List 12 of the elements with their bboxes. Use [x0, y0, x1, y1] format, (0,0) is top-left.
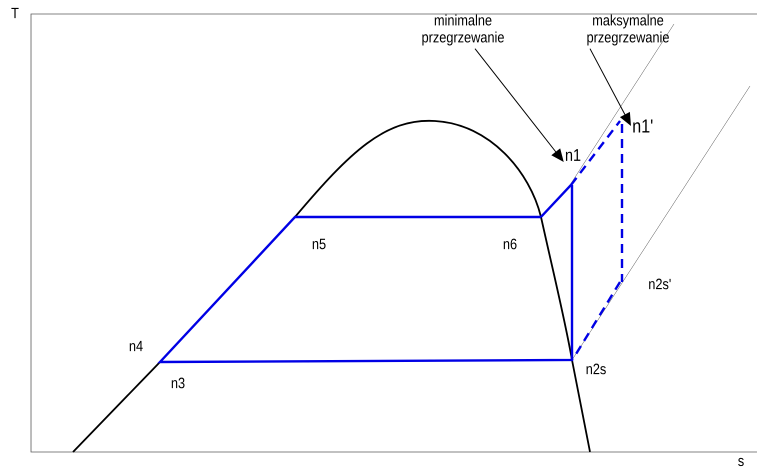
point-label: n5	[312, 238, 326, 250]
point-label: n1	[566, 149, 580, 161]
point-label: n1'	[633, 119, 652, 133]
annotation-text: minimalne przegrzewanie	[422, 14, 504, 46]
point-label: n2s'	[649, 278, 671, 290]
point-label: n6	[504, 238, 517, 250]
point-label: n3	[172, 378, 185, 388]
annotation-text: maksymalne przegrzewanie	[587, 14, 669, 46]
point-label: s	[738, 458, 744, 466]
point-label: T	[11, 8, 19, 18]
point-label: n2s	[586, 364, 606, 374]
point-label: n4	[130, 340, 143, 352]
